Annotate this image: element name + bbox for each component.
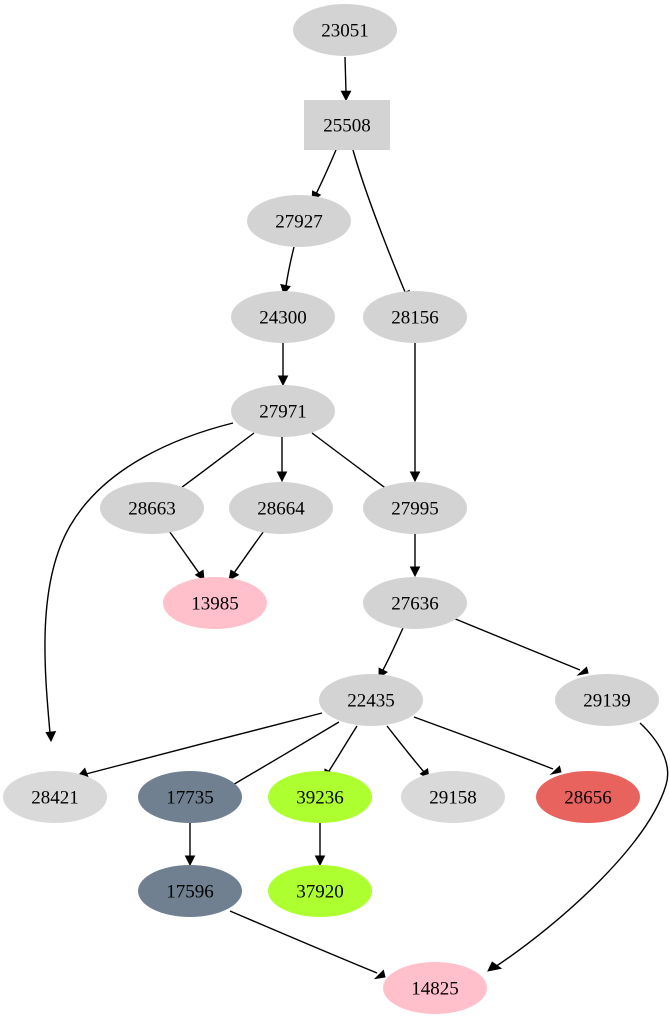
graph-node-27927[interactable]: 27927	[247, 195, 351, 247]
node-ellipse[interactable]	[231, 291, 335, 343]
graph-node-37920[interactable]: 37920	[268, 865, 372, 917]
edge-line	[386, 725, 425, 773]
graph-node-25508[interactable]: 25508	[304, 100, 390, 150]
edge-28663-to-13985	[168, 530, 205, 581]
edge-27971-to-28421	[44, 422, 234, 743]
node-ellipse[interactable]	[363, 291, 467, 343]
edge-line	[315, 149, 337, 195]
node-ellipse[interactable]	[100, 482, 204, 534]
graph-node-28156[interactable]: 28156	[363, 291, 467, 343]
arrowhead-icon	[184, 855, 196, 867]
node-ellipse[interactable]	[555, 674, 659, 726]
edge-24300-to-27971	[277, 343, 289, 387]
node-ellipse[interactable]	[536, 771, 640, 823]
edge-line	[230, 721, 340, 787]
edge-line	[44, 422, 234, 734]
arrowhead-icon	[409, 566, 421, 578]
arrowhead-icon	[280, 283, 291, 296]
arrowhead-icon	[277, 375, 289, 387]
node-ellipse[interactable]	[231, 385, 335, 437]
graph-node-28664[interactable]: 28664	[229, 482, 333, 534]
edge-line	[233, 530, 265, 574]
edge-17735-to-17596	[184, 823, 196, 867]
node-ellipse[interactable]	[363, 482, 467, 534]
arrowhead-icon	[314, 855, 326, 867]
edge-27927-to-24300	[280, 246, 295, 296]
edge-28156-to-27995	[409, 343, 421, 483]
graph-node-27636[interactable]: 27636	[363, 577, 467, 629]
arrowhead-icon	[549, 765, 562, 775]
node-ellipse[interactable]	[268, 865, 372, 917]
graph-node-23051[interactable]: 23051	[293, 4, 397, 56]
graph-node-29139[interactable]: 29139	[555, 674, 659, 726]
graph-node-39236[interactable]: 39236	[268, 771, 372, 823]
graph-node-29158[interactable]: 29158	[401, 771, 505, 823]
arrowhead-icon	[576, 666, 589, 676]
arrowhead-icon	[194, 569, 205, 581]
node-ellipse[interactable]	[363, 577, 467, 629]
arrowhead-icon	[487, 961, 503, 972]
arrowhead-icon	[373, 969, 386, 980]
edge-22435-to-28656	[413, 716, 562, 775]
edge-line	[494, 722, 669, 968]
graph-node-27995[interactable]: 27995	[363, 482, 467, 534]
edge-line	[229, 910, 378, 974]
node-ellipse[interactable]	[293, 4, 397, 56]
edge-17596-to-14825	[229, 910, 386, 980]
edge-line	[328, 725, 358, 772]
edge-line	[413, 716, 554, 770]
node-rect[interactable]	[304, 100, 390, 150]
graph-node-28663[interactable]: 28663	[100, 482, 204, 534]
graph-node-24300[interactable]: 24300	[231, 291, 335, 343]
node-ellipse[interactable]	[138, 865, 242, 917]
node-ellipse[interactable]	[163, 577, 267, 629]
graph-node-28421[interactable]: 28421	[3, 771, 107, 823]
graph-node-28656[interactable]: 28656	[536, 771, 640, 823]
graph-node-27971[interactable]: 27971	[231, 385, 335, 437]
graph-node-22435[interactable]: 22435	[319, 674, 423, 726]
arrowhead-icon	[340, 90, 352, 102]
node-ellipse[interactable]	[229, 482, 333, 534]
edge-line	[382, 627, 404, 671]
edge-line	[452, 617, 581, 671]
edge-27971-to-28664	[276, 437, 288, 483]
arrowhead-icon	[45, 731, 57, 743]
edge-23051-to-25508	[340, 56, 352, 102]
edge-39236-to-37920	[314, 823, 326, 867]
arrowhead-icon	[409, 471, 421, 483]
edge-line	[352, 149, 406, 293]
arrowhead-icon	[228, 569, 240, 581]
edge-line	[168, 530, 200, 574]
edge-line	[85, 712, 323, 775]
edge-27636-to-29139	[452, 617, 589, 676]
graph-node-17735[interactable]: 17735	[138, 771, 242, 823]
node-ellipse[interactable]	[319, 674, 423, 726]
node-ellipse[interactable]	[138, 771, 242, 823]
node-ellipse[interactable]	[383, 962, 487, 1014]
node-ellipse[interactable]	[268, 771, 372, 823]
edge-28664-to-13985	[228, 530, 265, 581]
graph-node-17596[interactable]: 17596	[138, 865, 242, 917]
node-ellipse[interactable]	[401, 771, 505, 823]
graph-node-14825[interactable]: 14825	[383, 962, 487, 1014]
graph-node-13985[interactable]: 13985	[163, 577, 267, 629]
node-ellipse[interactable]	[247, 195, 351, 247]
edge-line	[285, 246, 295, 287]
edge-27995-to-27636	[409, 534, 421, 578]
edge-29139-to-14825	[487, 722, 669, 972]
edge-line	[344, 56, 347, 93]
arrowhead-icon	[276, 471, 288, 483]
node-ellipse[interactable]	[3, 771, 107, 823]
